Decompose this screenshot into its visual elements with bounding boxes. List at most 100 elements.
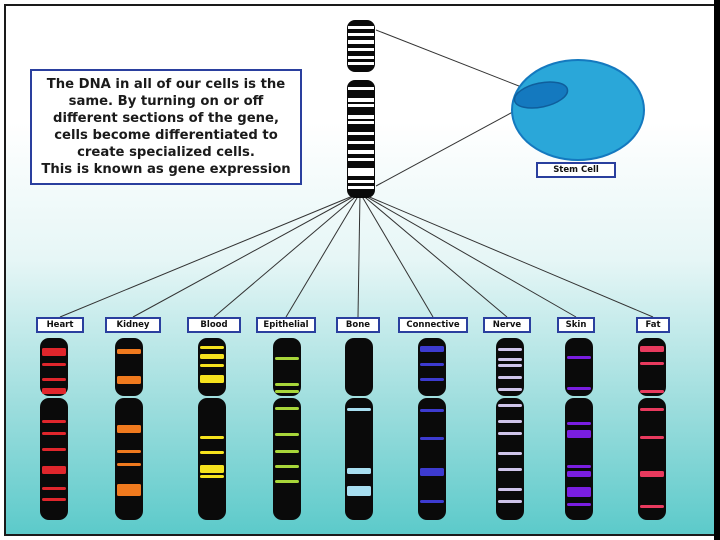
cell-label-kidney: Kidney — [105, 317, 161, 333]
master-band — [348, 87, 374, 90]
connector-line — [375, 106, 523, 187]
master-band — [348, 158, 374, 161]
chromosome-band — [275, 433, 299, 436]
cell-label-epithelial: Epithelial — [256, 317, 316, 333]
chromosome-band — [420, 500, 444, 503]
master-chromosome — [347, 20, 375, 198]
chromosome-band — [420, 346, 444, 352]
master-band — [348, 186, 374, 189]
connector-line — [285, 192, 361, 318]
master-band — [348, 56, 374, 59]
chromosome-arm — [345, 398, 373, 520]
chromosome-band — [640, 362, 664, 365]
chromosome-band — [498, 452, 522, 455]
chromosome-band — [275, 357, 299, 360]
chromosome-band — [200, 346, 224, 349]
chromosome-band — [498, 376, 522, 379]
connector-line — [359, 192, 508, 318]
chromosome-band — [42, 432, 66, 435]
chromosome-band — [42, 487, 66, 490]
chromosome-band — [420, 437, 444, 440]
chromosome-band — [420, 363, 444, 366]
chromosome-band — [200, 465, 224, 473]
chromosome-arm — [115, 398, 143, 520]
stem-cell-nucleus — [513, 81, 569, 109]
chromosome-band — [347, 486, 371, 496]
connector-line — [357, 192, 361, 318]
cell-label-connective: Connective — [398, 317, 468, 333]
chromosome-band — [567, 356, 591, 359]
chromosome-band — [117, 425, 141, 433]
chromosome-band — [498, 488, 522, 491]
stem-cell-label: Stem Cell — [536, 162, 616, 178]
chromosome-band — [640, 436, 664, 439]
connector-line — [359, 192, 577, 318]
master-band — [348, 104, 374, 107]
chromosome-connective — [418, 338, 446, 520]
cell-label-heart: Heart — [36, 317, 84, 333]
chromosome-arm — [638, 398, 666, 520]
chromosome-band — [640, 505, 664, 508]
connector-line — [213, 192, 361, 318]
chromosome-band — [498, 500, 522, 503]
master-band — [348, 62, 374, 65]
chromosome-band — [567, 503, 591, 506]
chromosome-band — [640, 346, 664, 352]
chromosome-band — [42, 363, 66, 366]
chromosome-arm — [345, 338, 373, 396]
cell-label-nerve: Nerve — [483, 317, 531, 333]
master-band — [348, 98, 374, 102]
chromosome-band — [567, 487, 591, 497]
chromosome-band — [275, 407, 299, 410]
chromosome-arm — [115, 338, 143, 396]
chromosome-skin — [565, 338, 593, 520]
chromosome-blood — [198, 338, 226, 520]
chromosome-band — [420, 378, 444, 381]
chromosome-arm — [40, 338, 68, 396]
master-band — [348, 150, 374, 154]
chromosome-band — [200, 364, 224, 367]
chromosome-band — [200, 451, 224, 454]
chromosome-band — [275, 480, 299, 483]
cell-label-bone: Bone — [336, 317, 380, 333]
explanation-line: different sections of the gene, — [53, 111, 279, 126]
chromosome-band — [420, 468, 444, 476]
cell-label-blood: Blood — [187, 317, 241, 333]
chromosome-band — [567, 387, 591, 390]
chromosome-arm — [565, 398, 593, 520]
slide-edge — [714, 0, 720, 540]
explanation-box: The DNA in all of our cells is the same.… — [30, 69, 302, 185]
chromosome-band — [567, 430, 591, 438]
chromosome-band — [498, 420, 522, 423]
chromosome-fat — [638, 338, 666, 520]
master-band — [348, 48, 374, 51]
chromosome-kidney — [115, 338, 143, 520]
chromosome-band — [498, 404, 522, 407]
chromosome-band — [567, 422, 591, 425]
master-band — [348, 33, 374, 36]
chromosome-nerve — [496, 338, 524, 520]
master-band — [348, 26, 374, 29]
chromosome-band — [275, 383, 299, 386]
explanation-line: same. By turning on or off — [68, 94, 264, 109]
master-band — [348, 115, 374, 119]
chromosome-band — [42, 448, 66, 451]
chromosome-band — [498, 432, 522, 435]
chromosome-arm — [418, 338, 446, 396]
master-band — [348, 141, 374, 144]
chromosome-band — [200, 354, 224, 359]
chromosome-arm — [418, 398, 446, 520]
chromosome-band — [567, 465, 591, 468]
chromosome-band — [200, 475, 224, 478]
chromosome-band — [42, 388, 66, 394]
chromosome-band — [498, 364, 522, 367]
master-band — [348, 180, 374, 183]
chromosome-band — [117, 484, 141, 496]
chromosome-band — [117, 463, 141, 466]
connector-lines — [59, 29, 654, 318]
chromosome-band — [42, 466, 66, 474]
chromosome-band — [275, 465, 299, 468]
chromosome-arm — [198, 398, 226, 520]
specialized-chromosomes — [40, 338, 666, 520]
